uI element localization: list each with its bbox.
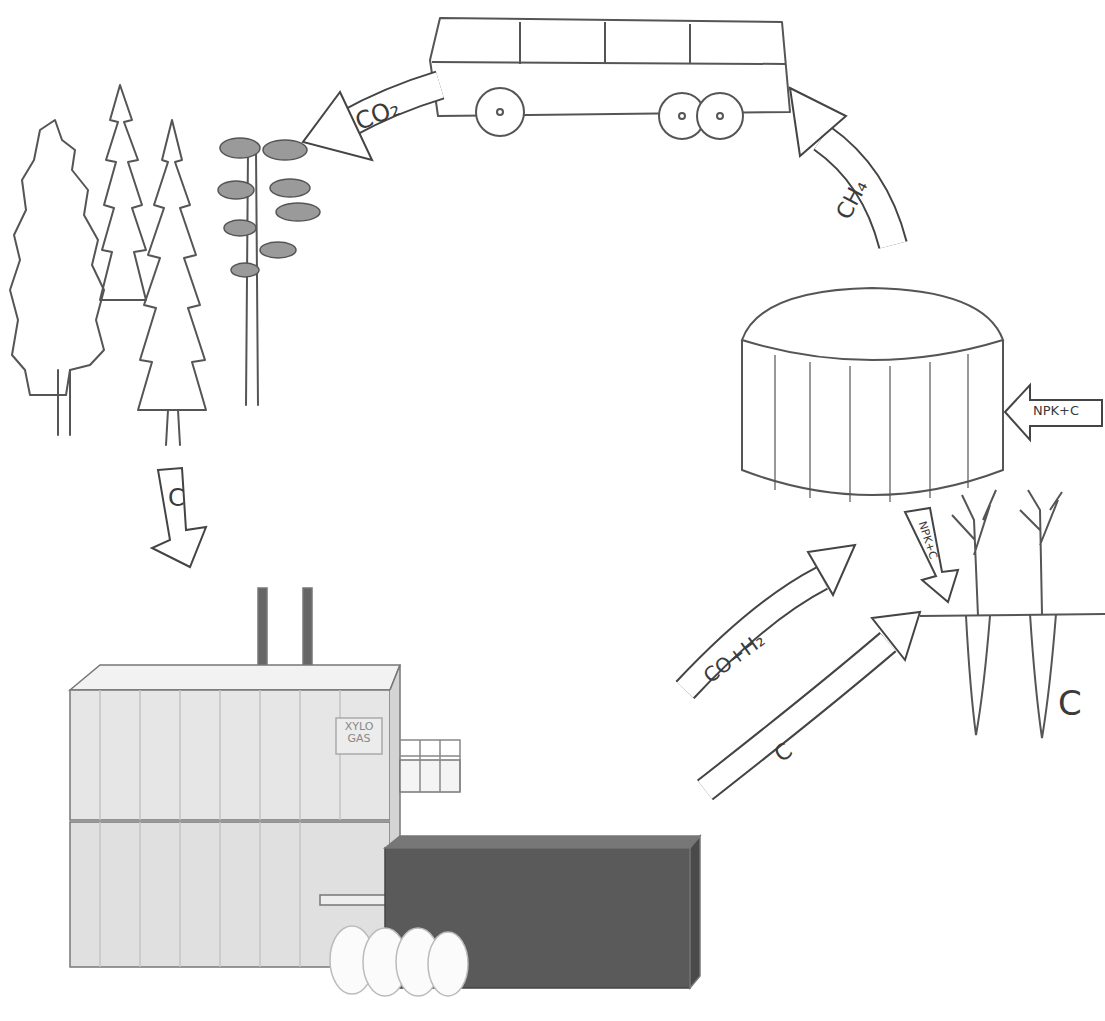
arrow-label: C: [770, 739, 796, 767]
tree-outline: [10, 120, 104, 395]
spruce-outline: [138, 120, 206, 410]
arrow-label: NPK+C: [1033, 404, 1079, 418]
arrow-label: CH₄: [832, 176, 872, 223]
logo-text: XYLO GAS: [339, 721, 379, 744]
digester-tank: [742, 288, 1003, 502]
flow-arrows: [152, 85, 1102, 790]
pine-crown: [218, 138, 320, 277]
tree-trunk: [58, 370, 70, 435]
tree-trunk: [166, 410, 180, 445]
gasifier-plant: [70, 588, 700, 996]
spruce-outline: [100, 85, 146, 300]
arrow-label: C: [168, 486, 185, 511]
carrot-plants: [920, 490, 1105, 738]
product-label: C: [1058, 686, 1082, 722]
bus-sketch: [430, 18, 790, 139]
